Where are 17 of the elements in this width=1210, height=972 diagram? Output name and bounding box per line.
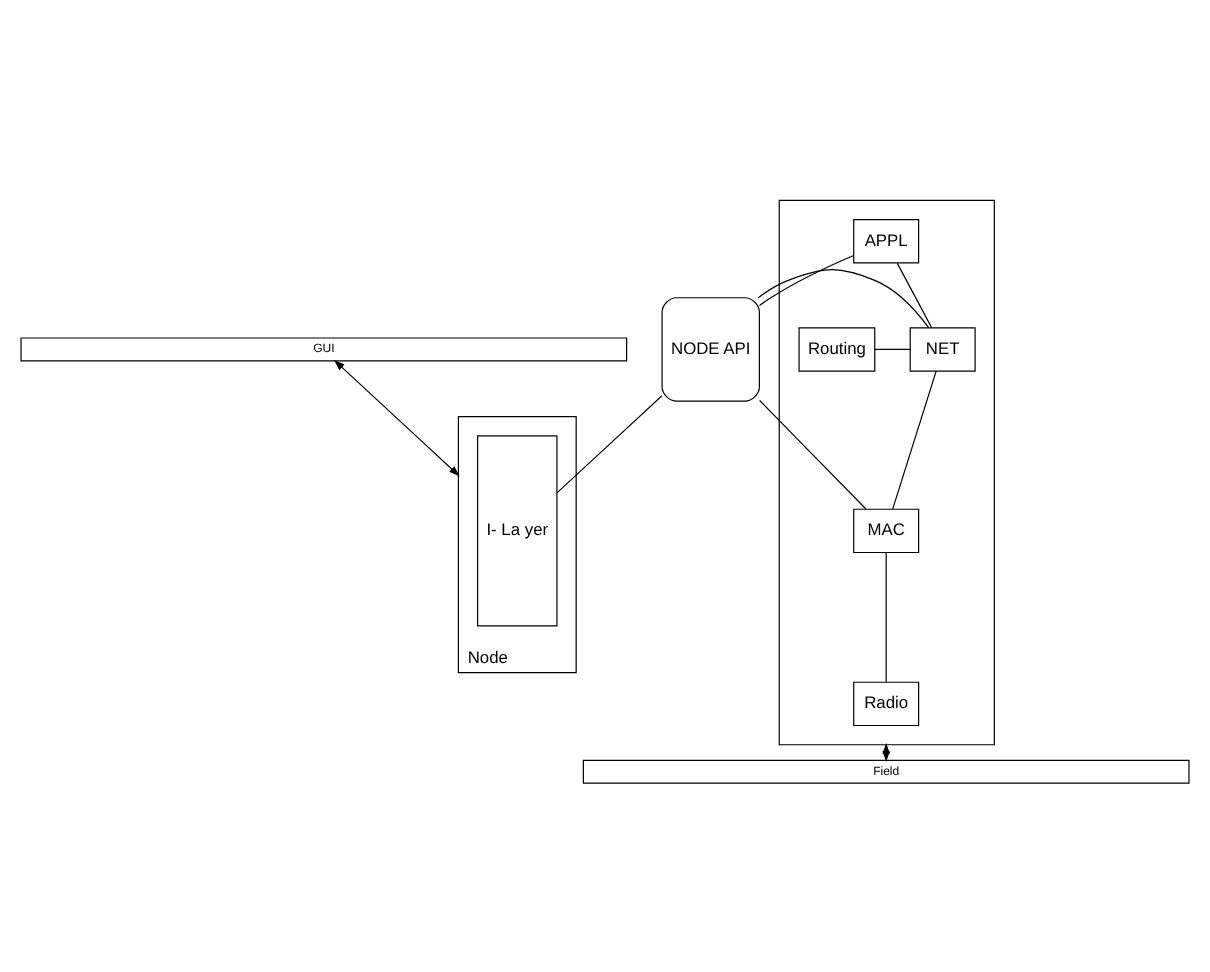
connector xyxy=(874,347,911,350)
node-box: APPL xyxy=(853,218,920,263)
connector xyxy=(892,369,937,509)
arrow xyxy=(334,359,460,476)
connector xyxy=(759,398,867,509)
node-box: NODE API xyxy=(661,296,760,401)
node-box: NET xyxy=(909,326,976,371)
node-box: Routing xyxy=(798,326,876,371)
connector xyxy=(758,253,855,306)
node-box: I- La yer xyxy=(477,434,558,626)
connector xyxy=(556,394,663,493)
node-box: Radio xyxy=(853,680,920,726)
cluster xyxy=(778,198,995,745)
connector xyxy=(757,268,930,328)
node-box: MAC xyxy=(853,507,920,553)
connector xyxy=(885,551,887,682)
connector xyxy=(896,261,933,328)
